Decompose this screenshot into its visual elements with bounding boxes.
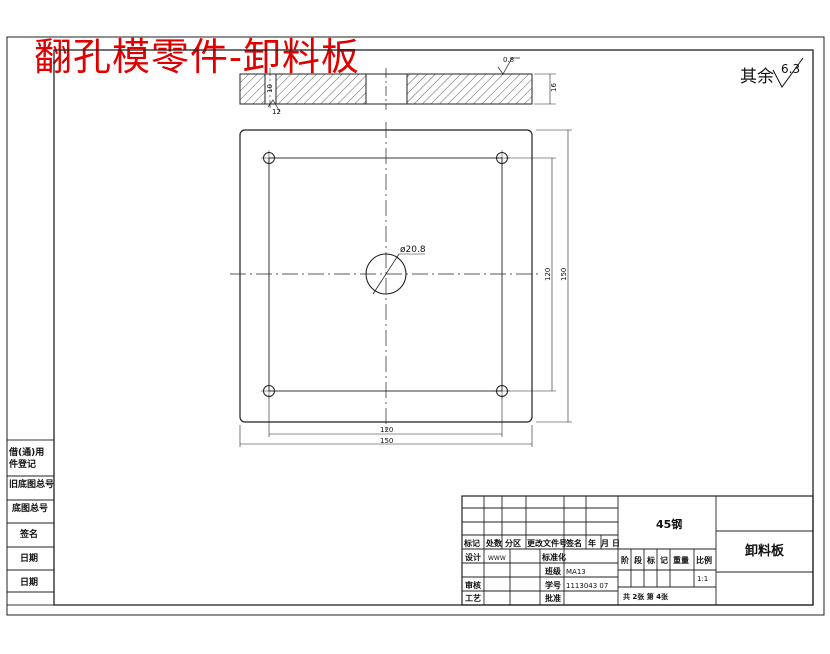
process-label: 工艺 [465,593,481,603]
outer-border [6,36,825,616]
title-header-3: 更改文件号 [527,538,567,548]
title-header-6: 月 [600,539,609,548]
plan-view [230,122,540,430]
left-column-table [6,439,55,606]
sheet-info: 共 2张 第 4张 [623,592,669,601]
id-label: 学号 [545,580,561,590]
dim-step: 10 [266,84,274,93]
left-label-0: 借(通)用 [8,446,44,458]
dim-outer-width: 150 [380,437,393,445]
dim-inner-height: 120 [544,268,552,281]
left-label-1: 件登记 [9,458,36,470]
title-header-0: 标记 [463,538,480,548]
left-label-3: 底图总号 [12,502,48,514]
roughness-prefix: 其余 [740,67,774,87]
check-label: 批准 [545,593,561,603]
roughness-symbol [772,57,804,88]
stage-label-2: 标 [646,555,655,565]
id-value: 1113043 07 [566,582,608,590]
approve-label: 审核 [465,580,481,590]
title-header-5: 年 [588,538,596,548]
left-label-2: 旧底图总号 [9,478,54,490]
stage-label-4: 重量 [673,555,689,565]
stage-label-1: 段 [634,555,642,565]
class-value: MA13 [566,568,586,576]
dim-inner-width: 120 [380,426,393,434]
left-label-5: 日期 [20,552,38,564]
roughness-value: 6.3 [781,62,800,76]
title-header-7: 日 [612,539,620,548]
part-name: 卸料板 [745,543,785,559]
dim-hole-diameter: ø20.8 [400,245,426,255]
title-header-4: 签名 [565,538,582,548]
title-header-1: 处数 [485,538,503,548]
dim-outer-height: 150 [560,268,568,281]
stage-label-5: 比例 [696,555,712,565]
class-label: 班级 [545,566,562,576]
stage-label-3: 记 [660,555,668,565]
section-view [239,57,556,113]
dimension-lines [239,129,572,447]
dim-thickness: 16 [550,83,558,92]
title-block [461,495,814,606]
title-header-2: 分区 [505,538,521,548]
inner-border [53,49,814,606]
design-label: 设计 [465,552,481,562]
roughness-top: 0.8 [503,56,514,64]
roughness-left: 12 [272,108,281,116]
drawing-title-banner: 翻孔模零件-卸料板 [34,35,360,79]
left-label-6: 日期 [20,576,38,588]
scale-value: 1:1 [697,575,708,583]
standardize-label: 标准化 [541,552,566,562]
stage-label-0: 阶 [621,555,629,565]
left-label-4: 签名 [19,528,38,540]
designer-name: WWW [488,555,506,562]
material-label: 45钢 [656,517,682,531]
